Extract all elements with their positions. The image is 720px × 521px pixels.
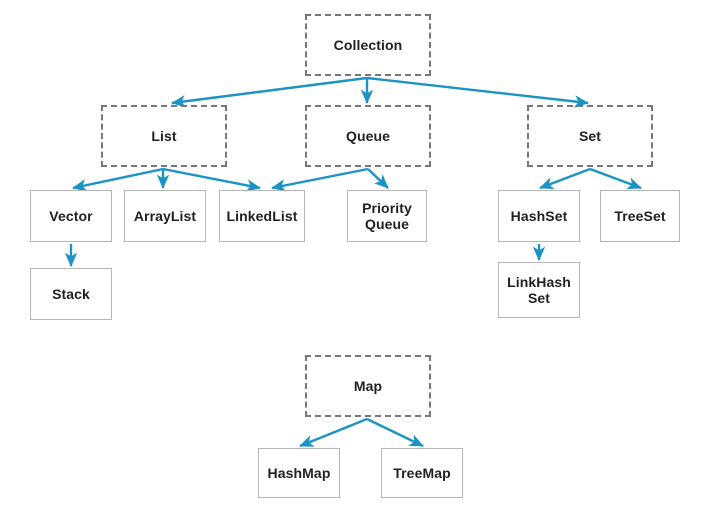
edge-list-to-linkedlist [162, 167, 261, 192]
node-label-arraylist: ArrayList [133, 207, 197, 224]
node-label-hashmap: HashMap [267, 464, 331, 481]
node-treeset[interactable]: TreeSet [600, 190, 680, 242]
node-map[interactable]: Map [305, 355, 431, 417]
edge-set-to-treeset [589, 167, 642, 190]
node-linkedlist[interactable]: LinkedList [219, 190, 305, 242]
node-label-vector: Vector [49, 207, 93, 224]
edge-set-to-hashset [539, 167, 591, 190]
edge-map-to-treemap [366, 417, 424, 448]
node-label-list: List [151, 127, 177, 144]
node-label-stack: Stack [52, 285, 90, 302]
node-list[interactable]: List [101, 105, 227, 167]
edge-list-to-vector [72, 167, 164, 192]
node-queue[interactable]: Queue [305, 105, 431, 167]
node-label-linkhashset: LinkHash Set [507, 273, 571, 306]
edge-collection-to-set [366, 76, 589, 108]
node-label-set: Set [578, 127, 602, 144]
node-label-treeset: TreeSet [614, 207, 666, 224]
node-set[interactable]: Set [527, 105, 653, 167]
node-label-queue: Queue [345, 127, 391, 144]
node-stack[interactable]: Stack [30, 268, 112, 320]
node-label-priorityqueue: Priority Queue [362, 199, 412, 232]
node-arraylist[interactable]: ArrayList [124, 190, 206, 242]
edge-queue-to-priorityqueue [367, 168, 389, 189]
node-priorityqueue[interactable]: Priority Queue [347, 190, 427, 242]
node-hashmap[interactable]: HashMap [258, 448, 340, 498]
edge-queue-to-linkedlist [271, 167, 369, 192]
node-collection[interactable]: Collection [305, 14, 431, 76]
node-label-collection: Collection [333, 36, 403, 53]
node-label-map: Map [353, 377, 383, 394]
node-vector[interactable]: Vector [30, 190, 112, 242]
node-label-treemap: TreeMap [393, 464, 451, 481]
node-linkhashset[interactable]: LinkHash Set [498, 262, 580, 318]
node-label-hashset: HashSet [510, 207, 568, 224]
edge-map-to-hashmap [299, 417, 368, 448]
node-hashset[interactable]: HashSet [498, 190, 580, 242]
edge-collection-to-list [171, 76, 368, 108]
node-label-linkedlist: LinkedList [226, 207, 298, 224]
node-treemap[interactable]: TreeMap [381, 448, 463, 498]
